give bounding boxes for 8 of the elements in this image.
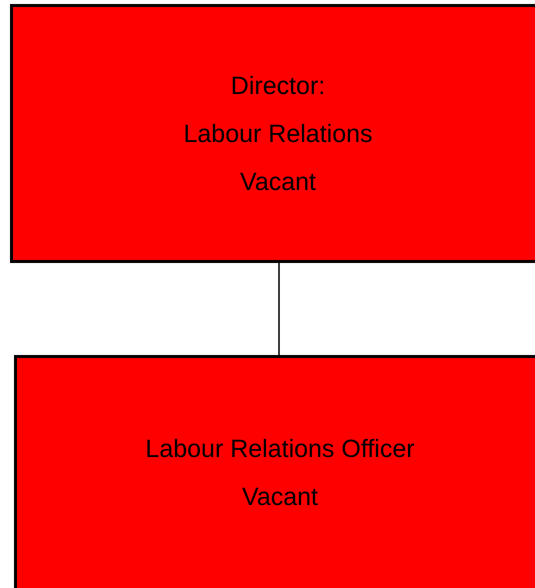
position-text: Labour Relations Officer <box>145 434 415 465</box>
position-box <box>14 355 535 588</box>
position-text: Director: <box>230 70 326 102</box>
position-text: Vacant <box>240 166 316 198</box>
position-text: Vacant <box>242 482 318 513</box>
position-box <box>10 4 535 263</box>
connector-line <box>278 263 280 355</box>
position-text: Labour Relations <box>183 118 372 150</box>
